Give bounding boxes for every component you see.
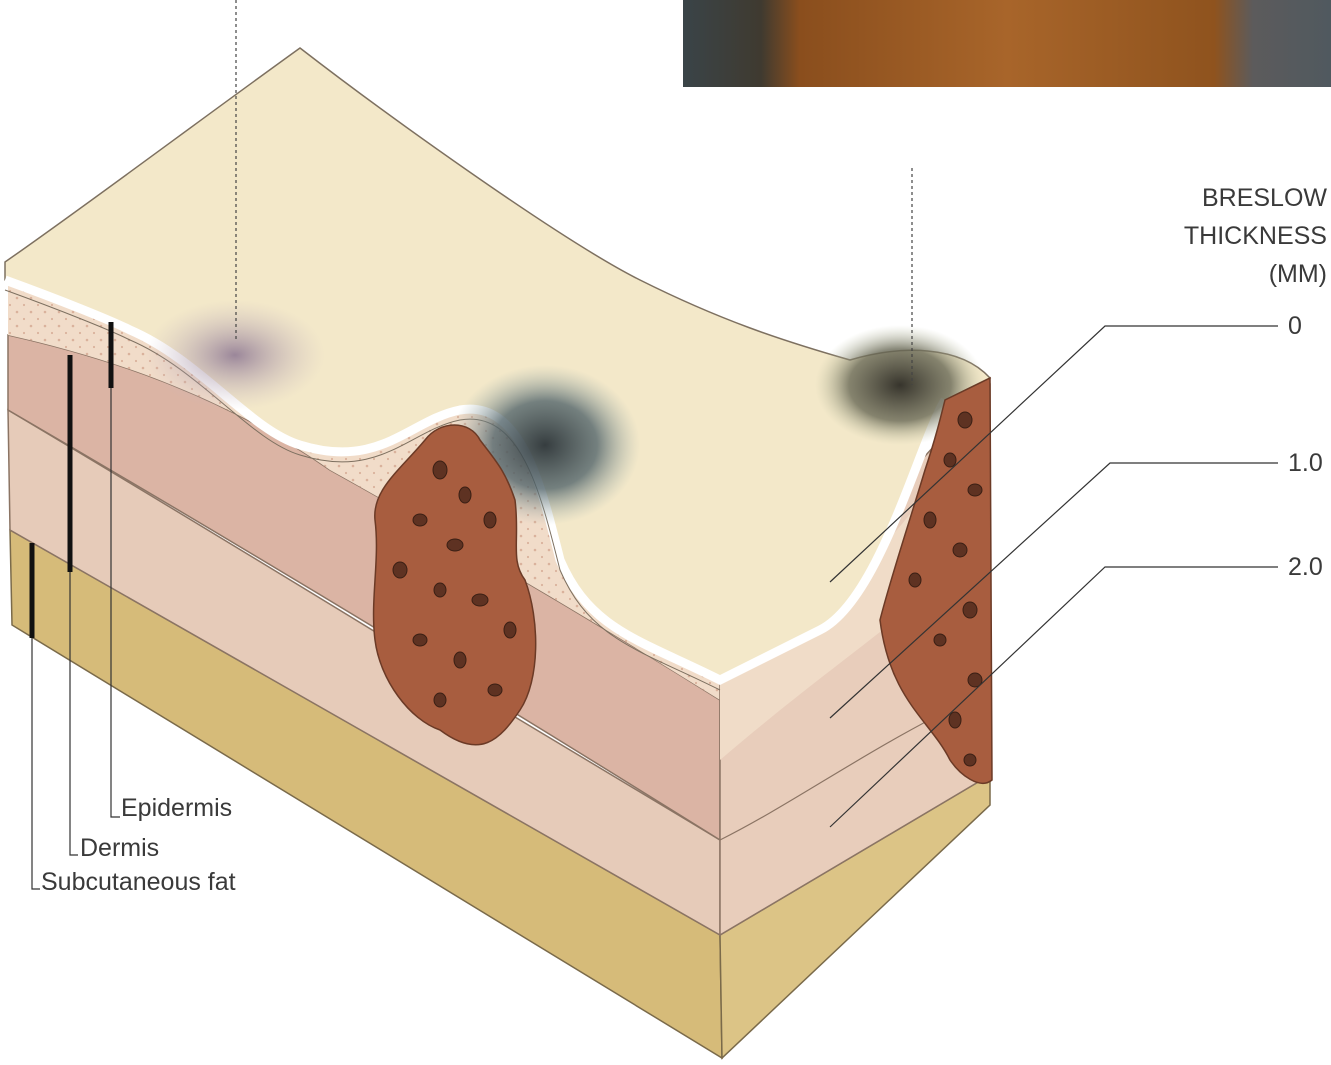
breslow-tick-0: 0 [1288,312,1302,340]
subcutaneous-leader [31,638,40,890]
breslow-leader-0 [829,325,1278,583]
breslow-tick-1: 1.0 [1288,449,1323,477]
epidermis-outline [4,289,721,691]
breslow-leader-2 [829,566,1278,828]
tumour-mass-middle [372,424,537,746]
breslow-title-line-1: BRESLOW [1201,184,1327,212]
lower-dermis-left [7,408,721,937]
epidermis-label: Epidermis [121,794,233,822]
dermis-leader [69,572,78,856]
tumour-cells [392,411,983,767]
tumour-mass-right [879,376,993,784]
breslow-title-line-3: (MM) [1268,260,1327,288]
breslow-title-line-2: THICKNESS [1183,222,1327,250]
superficial-lesion [145,300,325,410]
breslow-leader-1 [829,462,1278,719]
dermis-label: Dermis [80,834,160,862]
epidermis-leader [110,388,120,818]
subcutaneous-fat-label: Subcutaneous fat [41,868,236,896]
breslow-tick-2: 2.0 [1288,553,1323,581]
clinical-photo [683,0,1331,87]
